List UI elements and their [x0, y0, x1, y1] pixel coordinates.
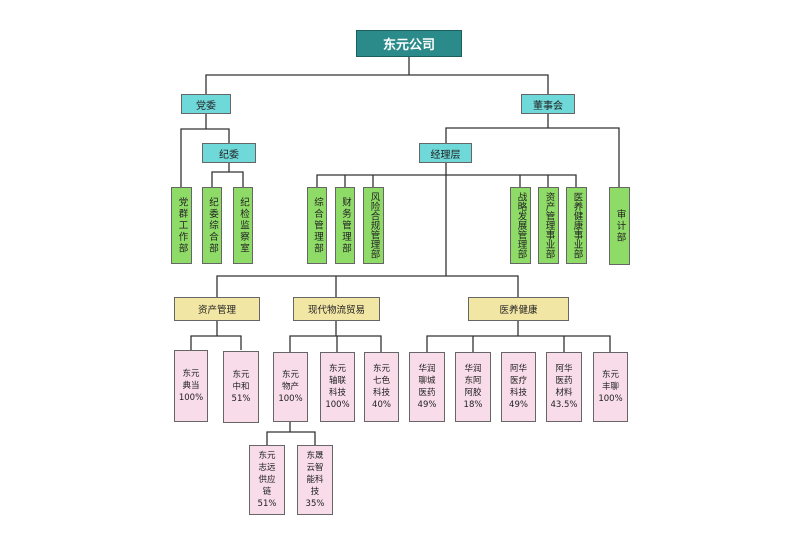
company-huarun-liaocheng: 华润 聊城 医药 49% — [409, 352, 445, 422]
dept-discipline-inspection: 纪检监察室 — [233, 187, 253, 264]
dept-general-management: 综合管理部 — [307, 187, 327, 264]
dept-discipline-general: 纪委综合部 — [202, 187, 222, 264]
company-qise: 东元 七色 科技 40% — [364, 352, 399, 422]
dept-audit: 审计部 — [609, 187, 630, 265]
party-committee-node: 党委 — [181, 94, 231, 114]
board-node: 董事会 — [521, 94, 575, 114]
company-fengliao: 东元 丰聊 100% — [593, 352, 628, 422]
management-node: 经理层 — [419, 143, 472, 163]
company-wuchan: 东元 物产 100% — [273, 352, 308, 422]
segment-health: 医养健康 — [468, 297, 569, 321]
root-node: 东元公司 — [356, 30, 462, 57]
company-ahua-medical: 阿华 医疗 科技 49% — [501, 352, 536, 422]
dept-risk-compliance: 风险合规管理部 — [363, 187, 384, 264]
discipline-committee-node: 纪委 — [202, 143, 256, 163]
company-huarun-donge: 华润 东阿 阿胶 18% — [455, 352, 491, 422]
company-diandang: 东元 典当 100% — [174, 350, 208, 422]
dept-asset-business: 资产管理事业部 — [538, 187, 559, 264]
segment-logistics: 现代物流贸易 — [293, 297, 380, 321]
company-zhiyuan: 东元 志远 供应 链 51% — [249, 445, 285, 515]
company-dongsheng: 东晟 云智 能科 技 35% — [297, 445, 333, 515]
company-zhonghe: 东元 中和 51% — [223, 351, 259, 423]
company-ahua-materials: 阿华 医药 材料 43.5% — [546, 352, 582, 422]
dept-party-work: 党群工作部 — [171, 187, 192, 264]
dept-strategy: 战略发展管理部 — [510, 187, 531, 264]
dept-health-business: 医养健康事业部 — [566, 187, 587, 264]
company-zhoulian: 东元 轴联 科技 100% — [320, 352, 355, 422]
dept-finance: 财务管理部 — [335, 187, 355, 264]
segment-asset: 资产管理 — [174, 297, 260, 321]
